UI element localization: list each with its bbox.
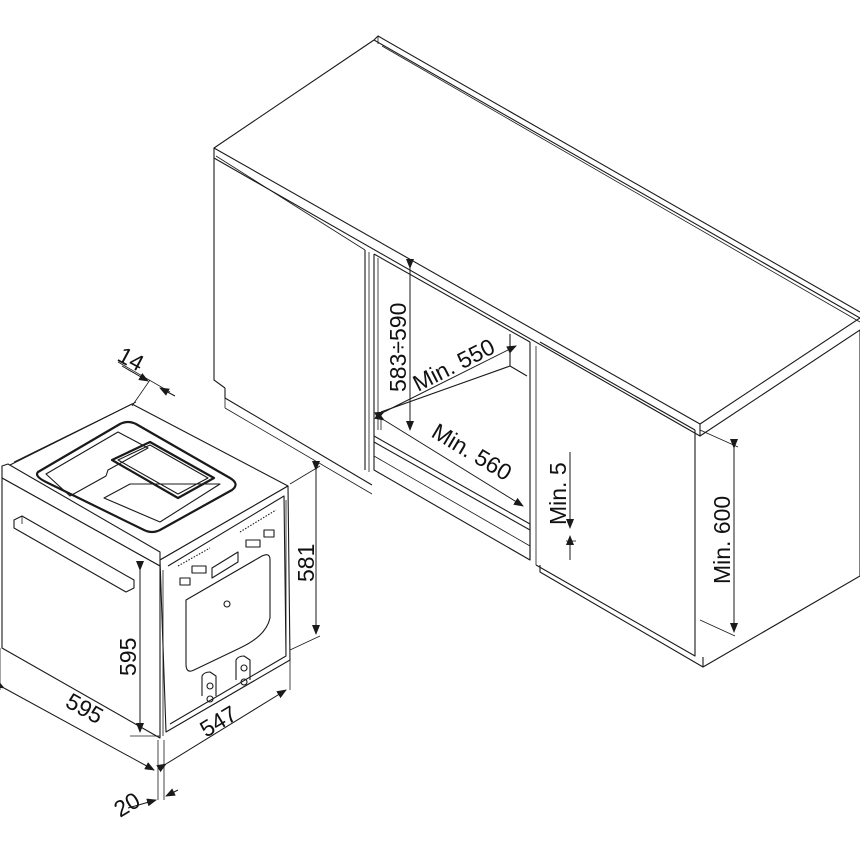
body-height-label: 581 — [293, 544, 319, 582]
bottom-gap-dimension: Min. 5 — [545, 452, 576, 560]
right-cabinet-door — [224, 330, 860, 668]
counter-height-label: Min. 600 — [709, 496, 735, 584]
mount-bracket — [201, 671, 217, 696]
vent-slot — [211, 551, 239, 579]
front-height-dimension: 595 — [115, 561, 160, 737]
vent-slot — [191, 565, 207, 574]
panel-depth-dimension: 14 — [114, 341, 176, 407]
niche-width-dimension: Min. 560 — [374, 411, 524, 507]
screw-icon — [223, 600, 231, 608]
counter-height-dimension: Min. 600 — [699, 429, 739, 637]
niche-height-label: 583÷590 — [385, 303, 411, 392]
built-in-oven: 14 581 595 595 547 20 — [0, 341, 321, 822]
oven-top-panels — [35, 420, 237, 534]
vent-slot — [179, 577, 191, 586]
panel-depth-label: 14 — [114, 341, 149, 376]
vent-slot — [245, 539, 261, 548]
mount-bracket — [235, 655, 251, 680]
body-height-dimension: 581 — [289, 461, 321, 651]
niche-depth-label: Min. 550 — [408, 333, 498, 396]
front-height-label: 595 — [115, 638, 141, 676]
door-offset-dimension: 20 — [109, 740, 179, 822]
niche-width-label: Min. 560 — [427, 418, 516, 486]
back-plate — [185, 554, 271, 672]
vent-slot — [263, 529, 275, 538]
countertop — [213, 35, 860, 437]
vent-grille — [177, 509, 277, 567]
bottom-gap-label: Min. 5 — [545, 462, 571, 525]
door-offset-label: 20 — [109, 787, 144, 822]
